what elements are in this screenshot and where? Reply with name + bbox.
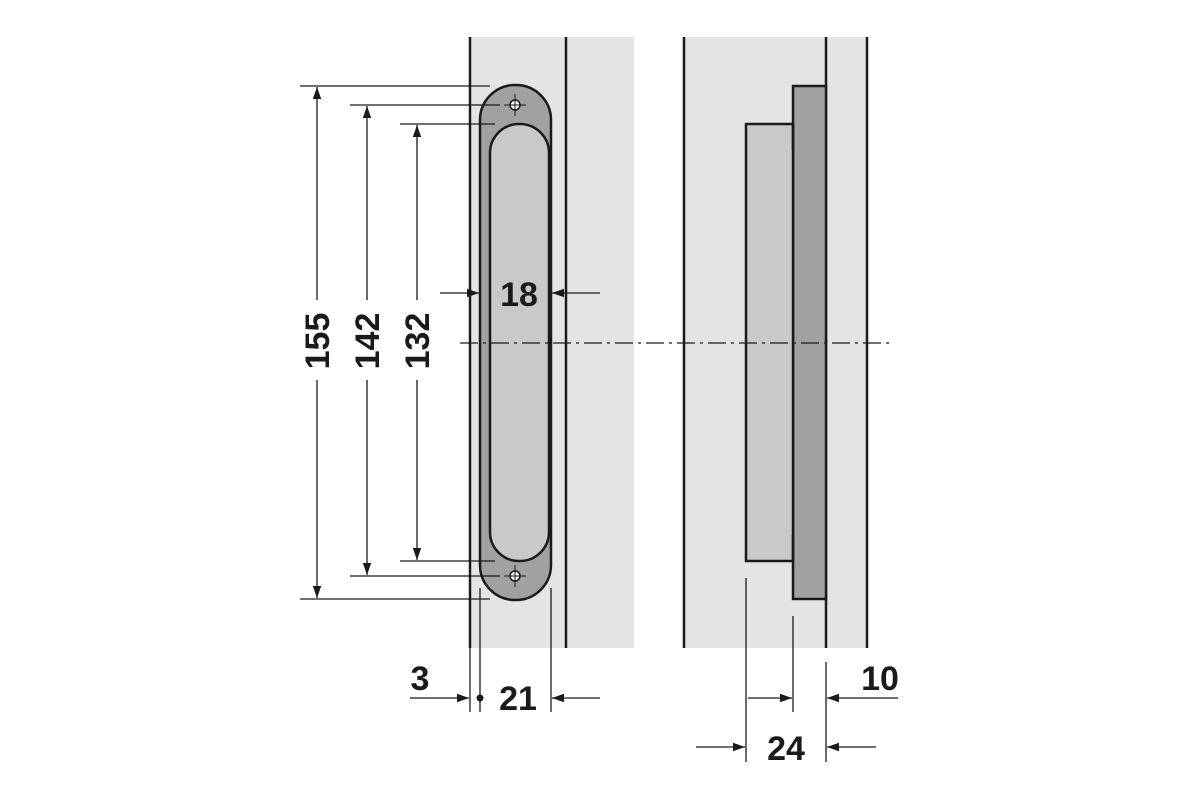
screw-hole-top [504, 94, 526, 116]
screw-hole-bottom [504, 565, 526, 587]
dim-label-24: 24 [767, 730, 805, 768]
dim-label-21: 21 [499, 680, 537, 718]
dim-label-18: 18 [500, 276, 538, 314]
dim-dot-3 [476, 694, 484, 702]
dim-label-142: 142 [349, 313, 387, 370]
horizontal-dimensions: 18 3 21 10 24 [410, 276, 899, 768]
dim-label-132: 132 [399, 313, 437, 370]
dim-label-3: 3 [411, 660, 430, 698]
dim-label-155: 155 [299, 313, 337, 370]
dim-label-10: 10 [861, 660, 899, 698]
vertical-dimensions: 155 142 132 [299, 85, 500, 600]
hinge-face [488, 122, 551, 563]
